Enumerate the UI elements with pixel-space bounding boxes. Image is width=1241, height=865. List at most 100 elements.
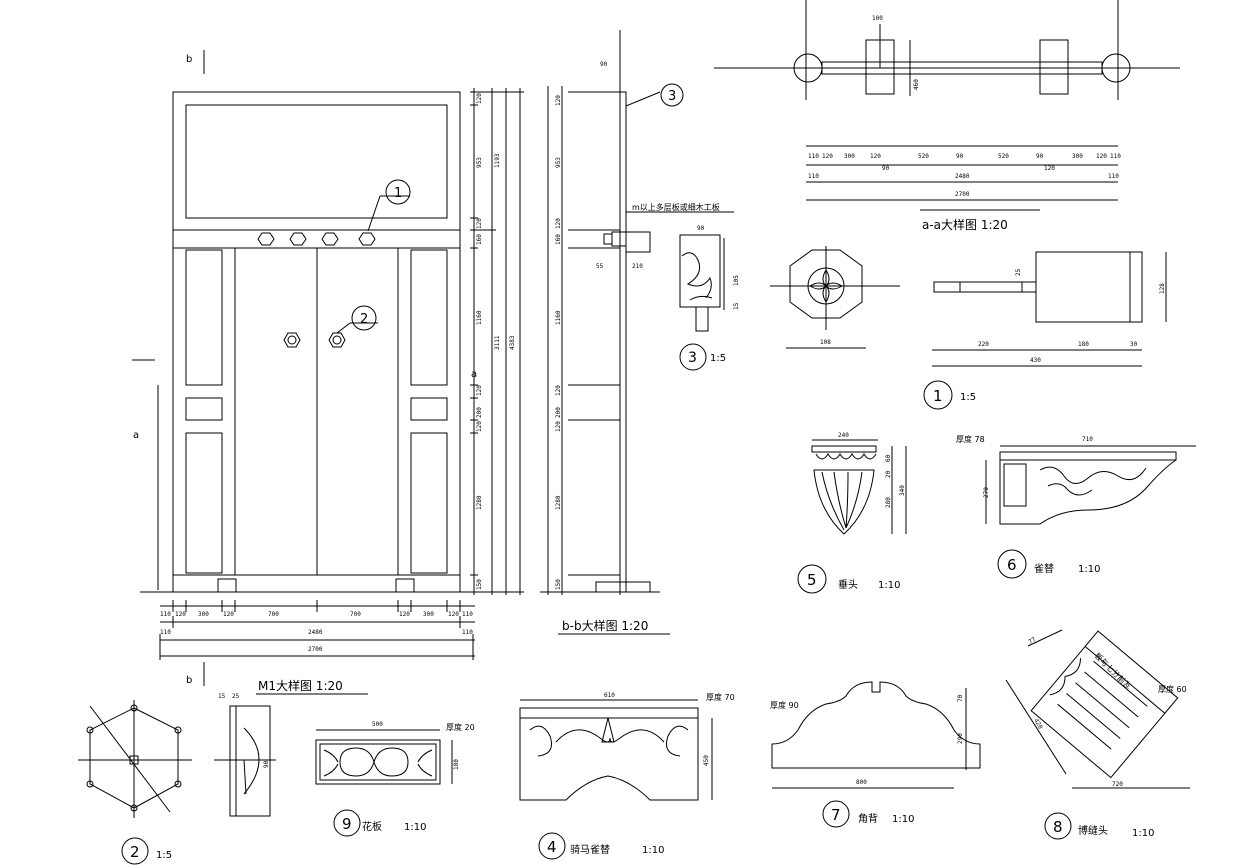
svg-text:120: 120: [476, 93, 483, 104]
svg-text:150: 150: [555, 579, 562, 590]
svg-text:520: 520: [998, 153, 1009, 160]
svg-text:70: 70: [957, 694, 964, 702]
detail-4-number: 4: [547, 838, 557, 856]
svg-text:90: 90: [263, 760, 270, 768]
detail-7-name: 角背: [858, 812, 878, 825]
detail-6-number: 6: [1007, 556, 1017, 574]
svg-text:120: 120: [175, 611, 186, 618]
svg-text:160: 160: [476, 234, 483, 245]
svg-text:25: 25: [1015, 268, 1022, 276]
detail-8-number: 8: [1053, 818, 1063, 836]
svg-text:120: 120: [1096, 153, 1107, 160]
svg-text:280: 280: [885, 497, 892, 508]
detail-7-thickness: 厚度 90: [770, 700, 799, 710]
svg-text:110: 110: [462, 629, 473, 636]
detail-7: 800 70 290 厚度 90 7 角背 1:10: [770, 681, 981, 828]
door-knocker-left: [283, 332, 301, 348]
svg-text:1280: 1280: [476, 495, 483, 510]
svg-text:710: 710: [1082, 436, 1093, 443]
svg-text:2480: 2480: [308, 629, 323, 636]
detail-9-name: 花板: [362, 820, 382, 833]
detail-6-thickness: 厚度 78: [956, 434, 985, 444]
detail-7-number: 7: [831, 806, 841, 824]
svg-text:953: 953: [555, 157, 562, 168]
svg-text:1193: 1193: [494, 153, 501, 168]
svg-text:120: 120: [476, 385, 483, 396]
svg-text:180: 180: [1078, 341, 1089, 348]
detail-4-scale: 1:10: [642, 845, 664, 856]
svg-text:120: 120: [1044, 165, 1055, 172]
svg-text:120: 120: [448, 611, 459, 618]
svg-text:90: 90: [956, 153, 964, 160]
svg-text:90: 90: [600, 61, 608, 68]
svg-text:120: 120: [399, 611, 410, 618]
svg-text:200: 200: [476, 407, 483, 418]
svg-text:90: 90: [882, 165, 890, 172]
svg-text:110: 110: [160, 629, 171, 636]
m1-title: M1大样图 1:20: [258, 678, 343, 693]
detail-1-scale: 1:5: [960, 392, 976, 403]
detail-3-number: 3: [688, 350, 697, 366]
svg-text:60: 60: [885, 454, 892, 462]
svg-text:290: 290: [957, 733, 964, 744]
section-mark-b-bottom: b: [186, 675, 192, 686]
svg-text:2700: 2700: [955, 191, 970, 198]
svg-text:610: 610: [604, 692, 615, 699]
svg-text:15: 15: [218, 693, 226, 700]
svg-text:110: 110: [808, 153, 819, 160]
detail-1: 108 220 180 30 430 128 25 1 1:5: [770, 246, 1167, 410]
svg-text:15: 15: [733, 302, 740, 310]
callout-2-label: 2: [360, 312, 368, 327]
svg-text:120: 120: [555, 95, 562, 106]
m1-elevation: b b a a: [132, 50, 524, 695]
svg-text:90: 90: [1036, 153, 1044, 160]
svg-text:1280: 1280: [555, 495, 562, 510]
svg-text:270: 270: [983, 487, 990, 498]
detail-2-number: 2: [130, 843, 140, 861]
detail-5-number: 5: [807, 571, 817, 589]
svg-text:420: 420: [1032, 718, 1044, 731]
svg-text:953: 953: [476, 157, 483, 168]
svg-text:120: 120: [476, 218, 483, 229]
detail-3: 90 105 15 3 1:5: [679, 225, 740, 371]
m1-side-dims: 120 953 120 160 1160 120 200 120 1280 15…: [476, 93, 516, 590]
svg-text:2700: 2700: [308, 646, 323, 653]
svg-text:720: 720: [1112, 781, 1123, 788]
section-mark-b-top: b: [186, 54, 192, 65]
svg-text:450: 450: [703, 755, 710, 766]
svg-text:300: 300: [844, 153, 855, 160]
svg-text:110: 110: [1108, 173, 1119, 180]
svg-text:430: 430: [1030, 357, 1041, 364]
svg-text:30: 30: [1130, 341, 1138, 348]
svg-text:180: 180: [453, 759, 460, 770]
door-nail-hex-4: [358, 232, 376, 246]
door-nail-hex-2: [289, 232, 307, 246]
detail-6: 710 270 厚度 78 6 雀替 1:10: [956, 434, 1196, 579]
door-nail-hex-3: [321, 232, 339, 246]
svg-text:110: 110: [462, 611, 473, 618]
callout-3-label: 3: [668, 89, 676, 104]
svg-text:500: 500: [372, 721, 383, 728]
svg-text:55: 55: [596, 263, 604, 270]
hex-nail-outline: [789, 249, 863, 319]
bb-section: 90 120 953 120 160 1160 120 200 120 1280…: [540, 30, 734, 635]
svg-text:800: 800: [856, 779, 867, 786]
svg-text:25: 25: [232, 693, 240, 700]
svg-text:340: 340: [899, 485, 906, 496]
svg-text:200: 200: [555, 407, 562, 418]
bb-title: b-b大样图 1:20: [562, 618, 648, 633]
svg-text:110: 110: [160, 611, 171, 618]
detail-9-number: 9: [342, 815, 352, 833]
detail-4: 610 450 厚度 70 4 骑马雀替 1:10: [519, 692, 735, 860]
svg-text:520: 520: [918, 153, 929, 160]
svg-text:4383: 4383: [509, 335, 516, 350]
detail-7-scale: 1:10: [892, 814, 914, 825]
detail-2: 2 1:5 15 25 90: [78, 693, 276, 865]
svg-text:300: 300: [423, 611, 434, 618]
svg-text:120: 120: [822, 153, 833, 160]
detail-4-name: 骑马雀替: [570, 843, 610, 856]
detail-4-thickness: 厚度 70: [706, 692, 735, 702]
detail-3-scale: 1:5: [710, 353, 726, 364]
detail-9-thickness: 厚度 20: [446, 722, 475, 732]
svg-text:1160: 1160: [476, 310, 483, 325]
